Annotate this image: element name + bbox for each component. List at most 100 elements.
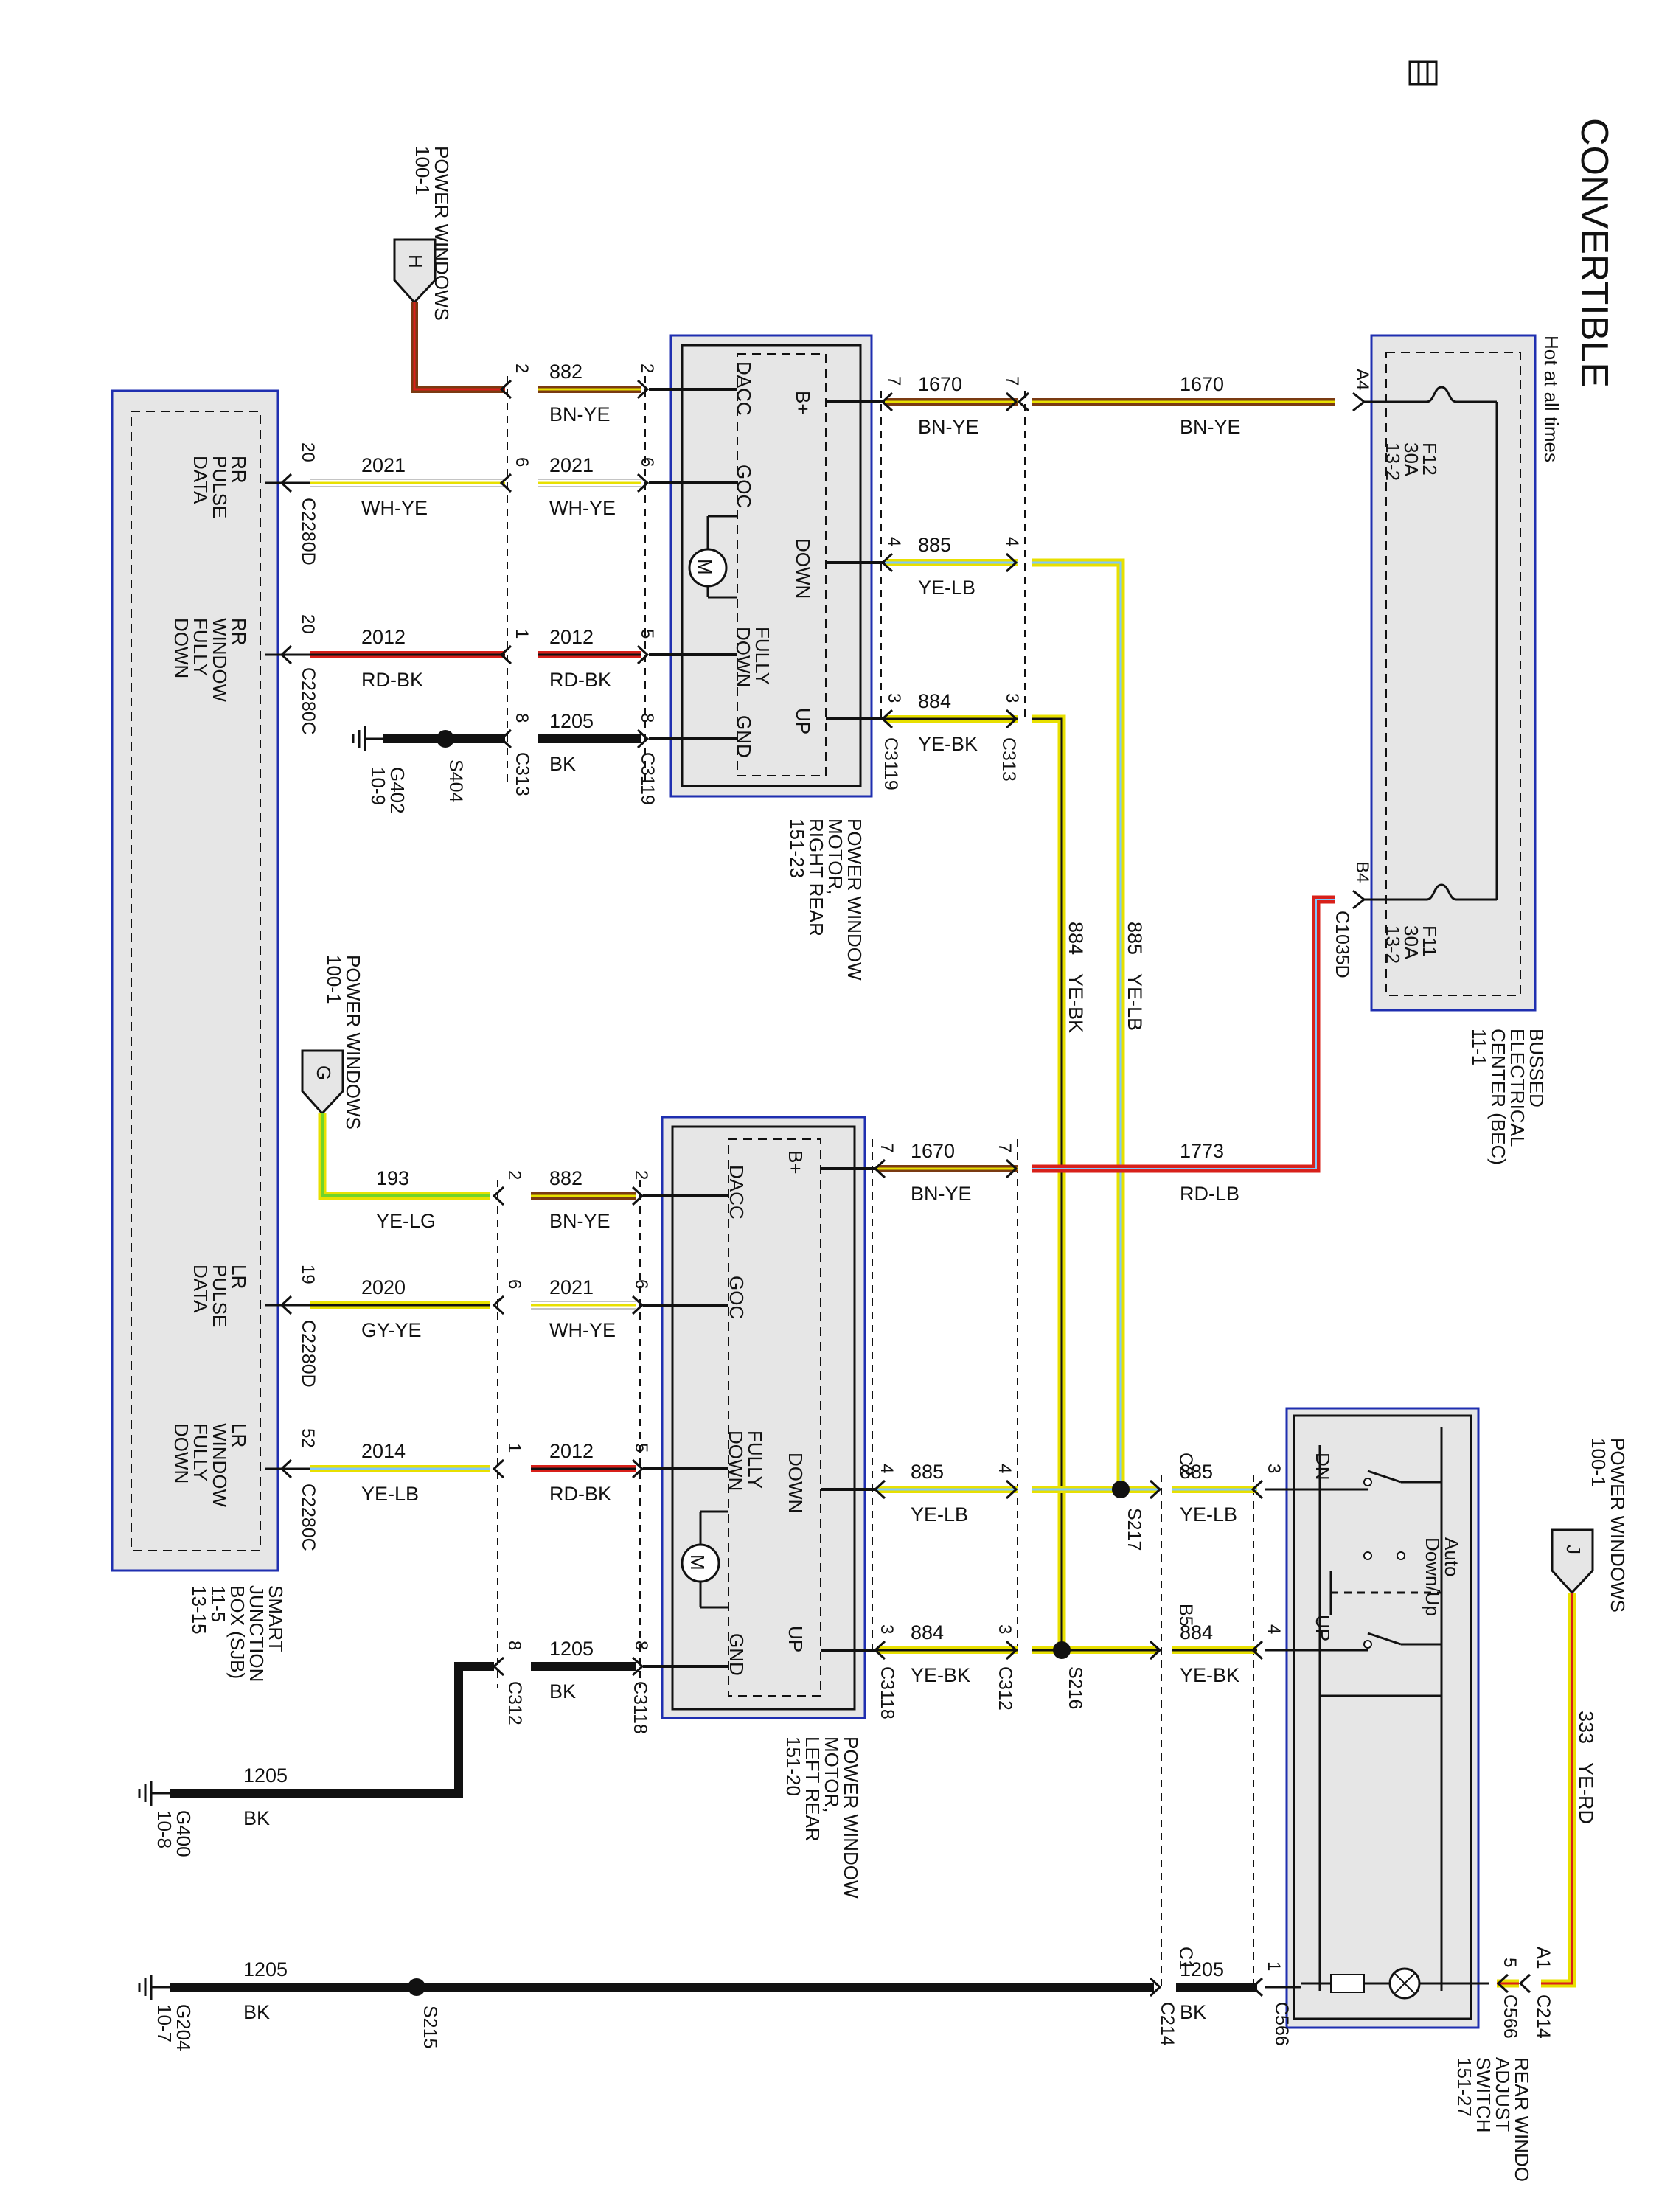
wire-label-num: 884 bbox=[911, 1621, 944, 1644]
svg-text:1: 1 bbox=[504, 1443, 524, 1453]
ref-flag-h bbox=[393, 238, 437, 305]
svg-text:7: 7 bbox=[884, 376, 904, 386]
svg-text:F11: F11 bbox=[1419, 925, 1441, 957]
pin-numbers: 7 7 4 4 3 3 2 2 6 6 1 5 8 8 20 20 7 7 2 … bbox=[298, 364, 1520, 1971]
wire-label-num: 2012 bbox=[549, 1440, 594, 1462]
svg-text:30A: 30A bbox=[1400, 442, 1422, 477]
svg-text:C312: C312 bbox=[504, 1681, 525, 1725]
wire-label-color: BK bbox=[549, 1680, 576, 1703]
svg-text:REAR WINDO: REAR WINDO bbox=[1511, 2057, 1533, 2182]
wire-label-color: YE-LB bbox=[361, 1483, 419, 1505]
wire-label-num: 1205 bbox=[549, 1638, 594, 1660]
svg-text:S216: S216 bbox=[1065, 1666, 1085, 1709]
wire-label-color: YE-LB bbox=[911, 1503, 968, 1526]
svg-text:BUSSED: BUSSED bbox=[1526, 1029, 1548, 1107]
bec-pin-b4: B4 bbox=[1352, 861, 1372, 883]
svg-text:DOWN: DOWN bbox=[732, 627, 754, 687]
switch-auto-label: Auto Down/Up bbox=[1422, 1537, 1463, 1616]
sjb-rr-pulse-label: RR PULSE DATA bbox=[189, 456, 250, 518]
svg-text:8: 8 bbox=[504, 1641, 524, 1650]
svg-text:F12: F12 bbox=[1419, 442, 1441, 476]
svg-text:RR: RR bbox=[228, 618, 250, 646]
svg-text:333: 333 bbox=[1575, 1711, 1597, 1744]
svg-text:151-23: 151-23 bbox=[786, 818, 808, 878]
connector-ticks bbox=[279, 379, 1531, 1997]
svg-text:100-1: 100-1 bbox=[1587, 1438, 1610, 1487]
svg-text:MOTOR,: MOTOR, bbox=[824, 818, 846, 895]
svg-text:3: 3 bbox=[1264, 1464, 1284, 1473]
lr-pin-down: DOWN bbox=[785, 1453, 807, 1513]
splices bbox=[408, 730, 1130, 1996]
svg-text:LR: LR bbox=[228, 1265, 250, 1289]
svg-text:4: 4 bbox=[1264, 1624, 1284, 1634]
ground-icon bbox=[138, 1781, 170, 1806]
svg-text:S404: S404 bbox=[445, 759, 466, 802]
lr-motor-caption: POWER WINDOW MOTOR, LEFT REAR 151-20 bbox=[782, 1736, 862, 1899]
lr-pin-up: UP bbox=[785, 1626, 807, 1652]
svg-text:151-27: 151-27 bbox=[1453, 2057, 1475, 2117]
svg-text:POWER WINDOWS: POWER WINDOWS bbox=[1607, 1438, 1629, 1613]
wire-884-long bbox=[1032, 714, 1066, 1650]
svg-text:20: 20 bbox=[298, 442, 318, 462]
svg-text:C566: C566 bbox=[1271, 2002, 1292, 2046]
wire-label-color: YE-LB bbox=[1180, 1503, 1237, 1526]
ref-h-letter: H bbox=[405, 254, 427, 268]
wire-1205-g400 bbox=[170, 1662, 494, 1798]
rr-pin-bplus: B+ bbox=[792, 391, 814, 415]
switch-up-label: UP bbox=[1312, 1615, 1334, 1641]
svg-text:2: 2 bbox=[512, 364, 532, 373]
wire-label-num: 882 bbox=[549, 361, 582, 383]
svg-text:A1: A1 bbox=[1533, 1947, 1554, 1969]
svg-text:7: 7 bbox=[877, 1143, 897, 1152]
resistor-icon bbox=[1330, 1974, 1365, 1993]
svg-text:10-9: 10-9 bbox=[367, 767, 389, 805]
svg-text:13-15: 13-15 bbox=[188, 1585, 210, 1635]
svg-text:Down/Up: Down/Up bbox=[1422, 1537, 1444, 1616]
svg-text:ADJUST: ADJUST bbox=[1492, 2057, 1514, 2132]
svg-text:FULLY: FULLY bbox=[744, 1430, 766, 1489]
wires bbox=[170, 302, 1576, 1992]
svg-text:151-20: 151-20 bbox=[782, 1736, 804, 1796]
svg-text:13-2: 13-2 bbox=[1382, 442, 1404, 481]
sjb-lr-pulse-label: LR PULSE DATA bbox=[189, 1265, 250, 1327]
wire-label-num: 2021 bbox=[549, 454, 594, 476]
wire-label-color: WH-YE bbox=[549, 497, 616, 519]
svg-text:DOWN: DOWN bbox=[170, 1423, 192, 1484]
svg-text:52: 52 bbox=[298, 1428, 318, 1448]
wire-label-color: BK bbox=[549, 753, 576, 775]
wire-label-num: 1205 bbox=[243, 1958, 288, 1980]
wire-label-num: 884 bbox=[918, 690, 951, 712]
svg-text:3: 3 bbox=[1002, 693, 1022, 703]
svg-text:7: 7 bbox=[1002, 376, 1022, 386]
wire-label-num: 1670 bbox=[918, 373, 962, 395]
rr-pin-gnd: GND bbox=[733, 715, 755, 758]
ref-h-text: POWER WINDOWS 100-1 bbox=[411, 146, 453, 321]
svg-text:5: 5 bbox=[1500, 1958, 1520, 1967]
svg-text:10-7: 10-7 bbox=[153, 2004, 175, 2042]
wire-label-color: WH-YE bbox=[361, 497, 428, 519]
wire-label-color: BN-YE bbox=[549, 1210, 611, 1232]
svg-text:11-1: 11-1 bbox=[1468, 1029, 1490, 1065]
sjb-caption: SMART JUNCTION BOX (SJB) 11-5 13-15 bbox=[188, 1585, 287, 1682]
svg-text:6: 6 bbox=[637, 457, 657, 467]
wire-label-num: 885 bbox=[918, 534, 951, 556]
wire-label-color: YE-BK bbox=[1180, 1664, 1239, 1686]
ground-g204-label: G204 10-7 bbox=[153, 2004, 195, 2051]
svg-text:G402: G402 bbox=[386, 767, 408, 814]
wire-label-885-vertical: 885 YE-LB bbox=[1124, 922, 1146, 1031]
svg-text:C3118: C3118 bbox=[877, 1666, 897, 1719]
svg-text:YE-LB: YE-LB bbox=[1124, 973, 1146, 1031]
svg-text:LEFT REAR: LEFT REAR bbox=[801, 1736, 824, 1842]
svg-text:RIGHT REAR: RIGHT REAR bbox=[805, 818, 827, 936]
svg-text:POWER WINDOW: POWER WINDOW bbox=[840, 1736, 862, 1899]
rr-pin-goc: GOC bbox=[733, 465, 755, 508]
wire-label-num: 1773 bbox=[1180, 1140, 1224, 1162]
svg-text:FULLY: FULLY bbox=[751, 627, 773, 685]
wire-label-color: RD-LB bbox=[1180, 1183, 1239, 1205]
wire-label-num: 1205 bbox=[243, 1764, 288, 1787]
fuse-f11-label: F11 30A 13-2 bbox=[1382, 925, 1441, 964]
svg-text:S217: S217 bbox=[1124, 1508, 1144, 1551]
wire-h-flag bbox=[411, 302, 505, 393]
svg-text:6: 6 bbox=[504, 1279, 524, 1289]
